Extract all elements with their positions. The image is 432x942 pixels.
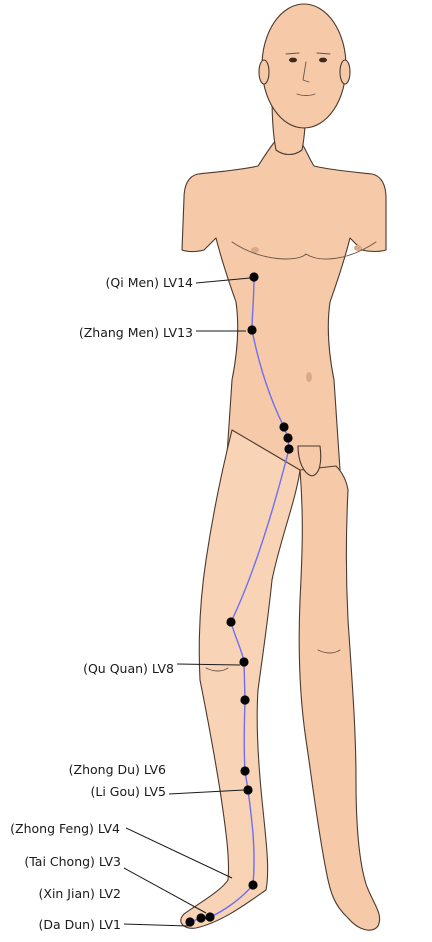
label-lv14: (Qi Men) LV14: [106, 275, 194, 290]
leader-line-lv4: [126, 828, 232, 878]
acupoint-lv10: [284, 444, 293, 453]
left-eye: [289, 58, 297, 63]
acupoint-lv1: [185, 917, 194, 926]
label-lv2: (Xin Jian) LV2: [39, 886, 122, 901]
acupoint-lv6: [240, 766, 249, 775]
acupoint-lv12: [279, 422, 288, 431]
torso-shape: [182, 140, 386, 470]
left-leg-shape: [299, 466, 379, 930]
label-lv5: (Li Gou) LV5: [91, 784, 167, 799]
label-lv6: (Zhong Du) LV6: [69, 762, 166, 777]
right-leg-shape: [181, 430, 300, 928]
right-eye: [319, 58, 327, 63]
leader-line-lv3: [124, 868, 206, 913]
acupoint-lv2: [196, 913, 205, 922]
label-lv13: (Zhang Men) LV13: [79, 325, 193, 340]
leader-line-lv1: [124, 924, 188, 926]
acupoint-lv8: [239, 657, 248, 666]
acupoint-lv4: [248, 880, 257, 889]
acupoint-lv9: [226, 617, 235, 626]
acupoint-lv14: [249, 272, 258, 281]
acupoint-lv3: [205, 912, 214, 921]
label-lv4: (Zhong Feng) LV4: [10, 821, 120, 836]
head-shape: [262, 4, 346, 128]
right-ear: [340, 60, 350, 84]
label-lv3: (Tai Chong) LV3: [24, 854, 121, 869]
label-lv1: (Da Dun) LV1: [38, 917, 121, 932]
right-nipple: [354, 245, 362, 251]
left-ear: [259, 60, 269, 84]
acupoint-lv13: [247, 325, 256, 334]
acupoint-lv11: [283, 433, 292, 442]
label-lv8: (Qu Quan) LV8: [83, 661, 174, 676]
point-labels: (Qi Men) LV14 (Zhang Men) LV13 (Qu Quan) L…: [10, 275, 193, 932]
navel: [306, 372, 312, 382]
acupoint-lv5: [243, 785, 252, 794]
acupoint-lv7: [240, 695, 249, 704]
